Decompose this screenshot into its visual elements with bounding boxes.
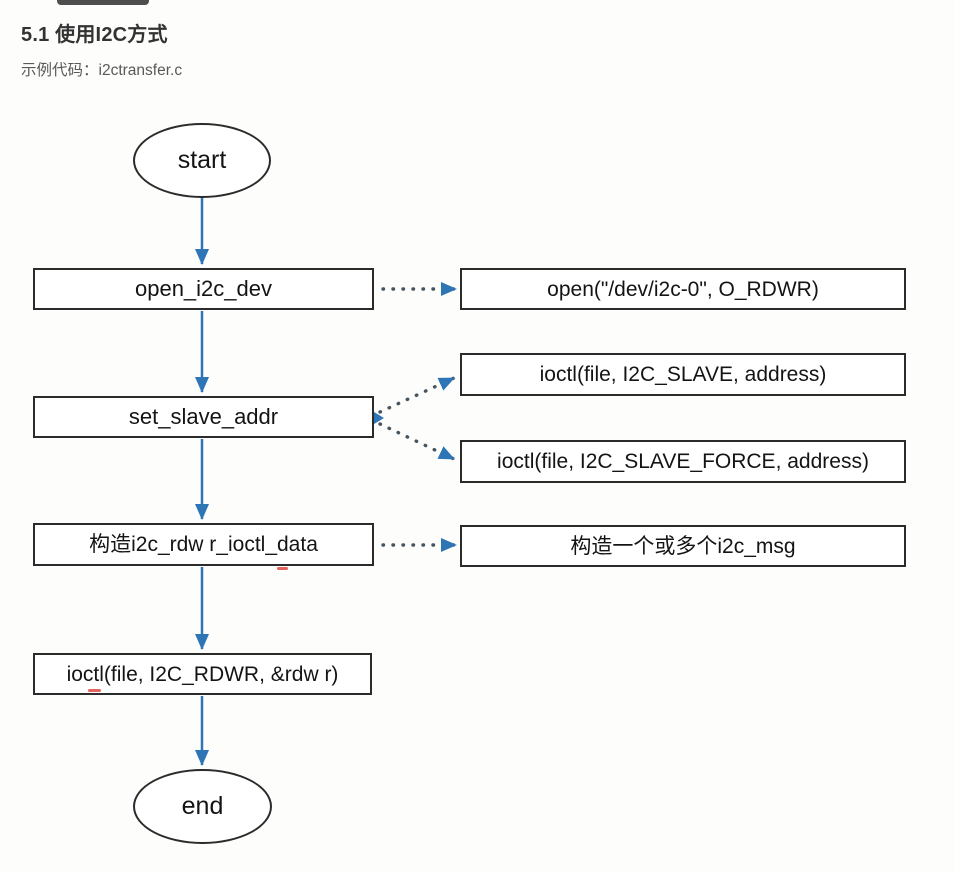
fanout-origin-arrow (374, 412, 384, 424)
callout-build-i2c-msg: 构造一个或多个i2c_msg (460, 525, 906, 567)
flow-step-open-i2c-dev: open_i2c_dev (33, 268, 374, 310)
flow-terminal-start: start (133, 123, 271, 198)
callout-label: ioctl(file, I2C_SLAVE_FORCE, address) (497, 450, 869, 473)
callout-label: ioctl(file, I2C_SLAVE, address) (539, 363, 827, 386)
callout-ioctl-i2c-slave: ioctl(file, I2C_SLAVE, address) (460, 353, 906, 396)
flow-step-build-rdwr-ioctl-data: 构造i2c_rdw r_ioctl_data (33, 523, 374, 566)
flow-step-set-slave-addr: set_slave_addr (33, 396, 374, 438)
red-underline-artifact (277, 567, 288, 570)
flow-step-ioctl-i2c-rdwr: ioctl(file, I2C_RDWR, &rdw r) (33, 653, 372, 695)
end-label: end (181, 792, 224, 820)
callout-dotted-connectors (378, 282, 458, 552)
red-underline-artifact (88, 689, 101, 692)
step-label: open_i2c_dev (134, 276, 272, 301)
step-label: ioctl(file, I2C_RDWR, &rdw r) (66, 662, 339, 686)
callout-label: 构造一个或多个i2c_msg (570, 534, 796, 558)
flow-terminal-end: end (133, 769, 272, 844)
start-label: start (177, 146, 227, 174)
callout-ioctl-i2c-slave-force: ioctl(file, I2C_SLAVE_FORCE, address) (460, 440, 906, 483)
cropped-element-artifact (57, 0, 149, 5)
section-title: 5.1 使用I2C方式 (21, 24, 168, 46)
callout-open-call: open("/dev/i2c-0", O_RDWR) (460, 268, 906, 310)
step-label: 构造i2c_rdw r_ioctl_data (89, 533, 318, 556)
step-label: set_slave_addr (128, 404, 279, 429)
sample-code-caption: 示例代码：i2ctransfer.c (21, 62, 183, 79)
callout-label: open("/dev/i2c-0", O_RDWR) (547, 277, 819, 301)
